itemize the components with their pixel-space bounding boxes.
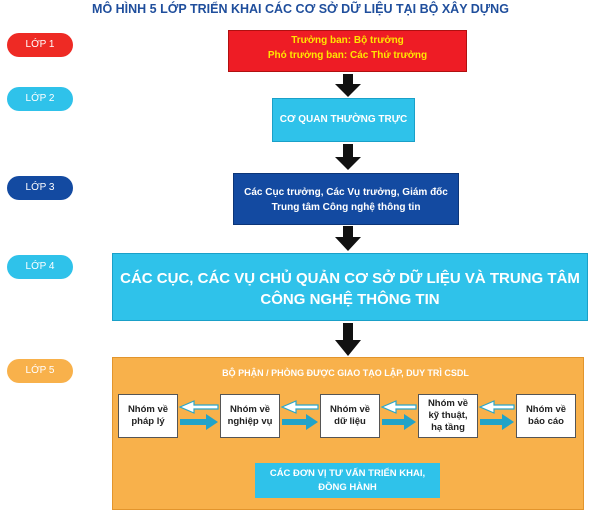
diagram-title: MÔ HÌNH 5 LỚP TRIỂN KHAI CÁC CƠ SỞ DỮ LI…: [92, 2, 509, 16]
group-report-line-1: Nhóm về: [525, 404, 567, 415]
consultants-box: CÁC ĐƠN VỊ TƯ VẤN TRIỂN KHAI, ĐỒNG HÀNH: [255, 463, 440, 498]
group-technical-line-3: hạ tầng: [431, 422, 465, 433]
group-legal-line-1: Nhóm về: [127, 404, 169, 415]
layer-4-box: CÁC CỤC, CÁC VỤ CHỦ QUẢN CƠ SỞ DỮ LIỆU V…: [112, 253, 588, 321]
link-technical-report: [478, 400, 515, 430]
arrow-down-4-5: [335, 323, 361, 356]
arrow-down-3-4: [335, 226, 361, 251]
group-legal-line-2: pháp lý: [131, 416, 165, 427]
layer-1-line-2: Phó trưởng ban: Các Thứ trưởng: [267, 50, 428, 61]
link-legal-business: [178, 400, 219, 430]
layer-3-line-2: Trung tâm Công nghệ thông tin: [271, 202, 421, 213]
layer-4-line-2: CÔNG NGHỆ THÔNG TIN: [260, 291, 440, 308]
group-business-box: Nhóm về nghiệp vụ: [220, 394, 280, 438]
group-data-line-1: Nhóm về: [329, 404, 371, 415]
group-report-line-2: báo cáo: [528, 416, 564, 427]
layer-2-badge: LỚP 2: [7, 87, 73, 111]
layer-5-badge: LỚP 5: [7, 359, 73, 383]
link-data-technical: [380, 400, 417, 430]
layer-3-line-1: Các Cục trưởng, Các Vụ trưởng, Giám đốc: [244, 187, 448, 198]
group-technical-line-2: kỹ thuật,: [428, 410, 468, 421]
layer-4-badge: LỚP 4: [7, 255, 73, 279]
arrow-down-1-2: [335, 74, 361, 97]
layer-3-badge: LỚP 3: [7, 176, 73, 200]
layer-1-box: Trưởng ban: Bộ trưởng Phó trưởng ban: Cá…: [228, 30, 467, 72]
group-technical-line-1: Nhóm về: [427, 398, 469, 409]
arrow-down-2-3: [335, 144, 361, 170]
group-data-line-2: dữ liệu: [334, 416, 366, 427]
group-data-box: Nhóm về dữ liệu: [320, 394, 380, 438]
group-legal-box: Nhóm về pháp lý: [118, 394, 178, 438]
link-business-data: [280, 400, 319, 430]
consultants-line-1: CÁC ĐƠN VỊ TƯ VẤN TRIỂN KHAI,: [269, 468, 426, 479]
layer-4-line-1: CÁC CỤC, CÁC VỤ CHỦ QUẢN CƠ SỞ DỮ LIỆU V…: [120, 270, 580, 287]
layer-2-text: CƠ QUAN THƯỜNG TRỰC: [279, 114, 408, 125]
consultants-line-2: ĐỒNG HÀNH: [318, 482, 377, 493]
layer-5-title: BỘ PHẬN / PHÒNG ĐƯỢC GIAO TẠO LẬP, DUY T…: [222, 368, 469, 378]
layer-1-line-1: Trưởng ban: Bộ trưởng: [291, 35, 404, 46]
group-report-box: Nhóm về báo cáo: [516, 394, 576, 438]
group-technical-box: Nhóm về kỹ thuật, hạ tầng: [418, 394, 478, 438]
group-business-line-1: Nhóm về: [229, 404, 271, 415]
layer-1-badge: LỚP 1: [7, 33, 73, 57]
layer-2-box: CƠ QUAN THƯỜNG TRỰC: [272, 98, 415, 142]
group-business-line-2: nghiệp vụ: [227, 416, 273, 427]
layer-3-box: Các Cục trưởng, Các Vụ trưởng, Giám đốc …: [233, 173, 459, 225]
